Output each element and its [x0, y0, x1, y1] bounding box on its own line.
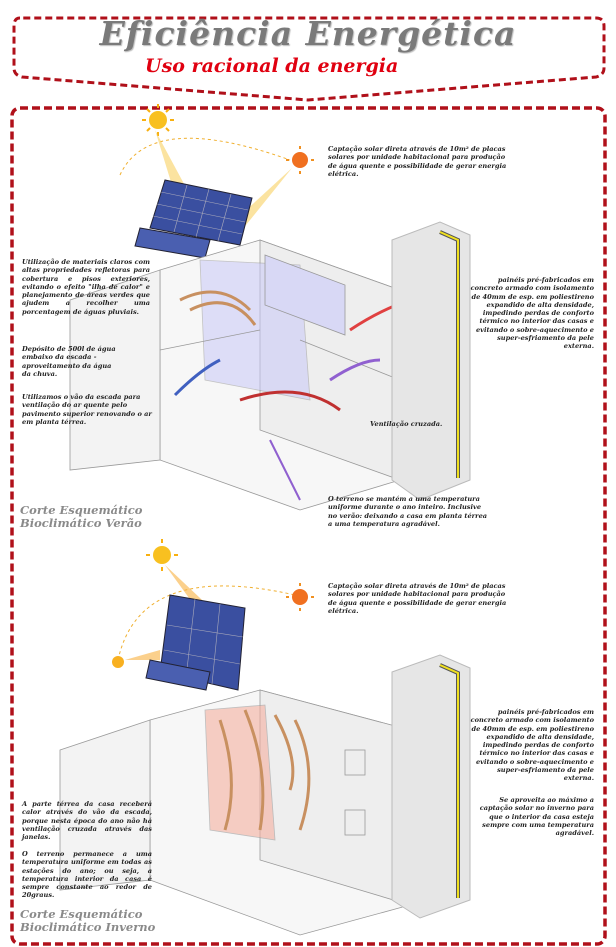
summer-cross-ventilation-text: Ventilação cruzada. [370, 420, 443, 428]
sun-icon [112, 656, 124, 668]
sun-icon [142, 104, 174, 136]
solar-panel [145, 594, 246, 691]
summer-materials-text: Utilização de materiais claros com altas… [22, 258, 150, 316]
summer-stairwell-text: Utilizamos o vão da escada para ventilaç… [22, 393, 152, 426]
page-subtitle: Uso racional da energia [145, 55, 399, 77]
wall-panel [391, 654, 471, 919]
airflow-arrows [173, 290, 411, 501]
summer-illustration [69, 104, 471, 511]
sun-icon [286, 146, 314, 174]
summer-label-line1: Corte Esquemático [20, 503, 143, 517]
house-winter [59, 689, 411, 936]
main-frame [10, 106, 607, 946]
header-banner-frame [12, 16, 606, 102]
sun-icon [146, 539, 178, 571]
page-title: Eficiência Energética [99, 14, 517, 53]
airflow-arrows [218, 709, 311, 831]
winter-solar-gain-text: Se aproveita ao máximo a captação solar … [479, 796, 594, 838]
summer-section-label: Corte Esquemático Bioclimático Verão [20, 504, 142, 530]
wall-panel [391, 221, 471, 501]
summer-panels-text: painéis pré-fabricados em concreto armad… [470, 276, 594, 351]
winter-section-label: Corte Esquemático Bioclimático Inverno [20, 908, 155, 934]
solar-panel [134, 179, 253, 259]
summer-label-line2: Bioclimático Verão [20, 516, 142, 530]
winter-label-line1: Corte Esquemático [20, 907, 143, 921]
summer-solar-capture-text: Captação solar direta através de 10m² de… [328, 145, 507, 178]
winter-ground-text: O terreno permanece a uma temperatura un… [22, 850, 152, 900]
summer-deposit-text: Depósito de 500l de água embaixo da esca… [22, 345, 116, 378]
winter-solar-capture-text: Captação solar direta através de 10m² de… [328, 582, 507, 615]
winter-label-line2: Bioclimático Inverno [20, 920, 156, 934]
winter-illustration [59, 539, 471, 936]
summer-ground-text: O terreno se mantém a uma temperatura un… [328, 495, 488, 528]
winter-panels-text: painéis pré-fabricados em concreto armad… [470, 708, 594, 783]
winter-ground-floor-text: A parte térrea da casa receberá calor at… [22, 800, 152, 842]
house-summer [69, 239, 401, 511]
sun-icon [286, 583, 314, 611]
